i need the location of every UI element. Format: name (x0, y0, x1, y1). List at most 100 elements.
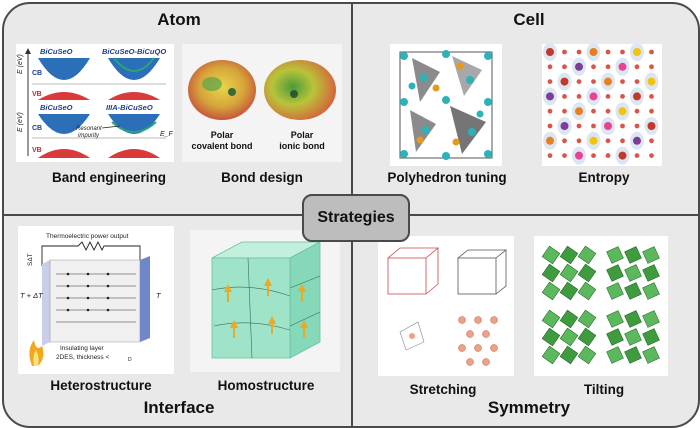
octahedron (606, 282, 624, 300)
entropy-atom (546, 136, 554, 145)
insulating-layer-label: Insulating layer (60, 345, 105, 352)
bond-design-panel: Polar covalent bond Polar ionic bond (182, 44, 342, 162)
entropy-lattice (543, 43, 659, 165)
entropy-atom (620, 94, 625, 99)
octahedron (624, 246, 642, 264)
octahedron (559, 245, 579, 265)
octahedron (606, 264, 624, 282)
octahedron (577, 281, 597, 301)
stretching-panel (378, 236, 514, 376)
heterostructure-panel: Thermoelectric power output SΔT T + (18, 226, 174, 374)
entropy-atom (575, 62, 583, 71)
entropy-atom (618, 107, 627, 116)
octahedron (624, 264, 642, 282)
entropy-atom (605, 49, 611, 55)
entropy-atom (576, 79, 582, 84)
cell-title: Cell (513, 10, 545, 29)
entropy-atom (575, 151, 583, 160)
bond-left-line2: covalent bond (191, 141, 252, 151)
power-output-label: Thermoelectric power output (46, 233, 129, 240)
entropy-atom (589, 92, 598, 101)
octahedron (642, 282, 660, 300)
entropy-atom (634, 153, 640, 158)
entropy-atom (649, 94, 654, 99)
entropy-atom (634, 108, 640, 114)
resonant-label: Resonant (76, 126, 102, 132)
symmetry-title: Symmetry (487, 398, 571, 417)
octahedron (577, 245, 597, 265)
entropy-atom (562, 108, 567, 114)
interface-title: Interface (143, 398, 215, 417)
entropy-atom (649, 64, 654, 70)
octahedron (624, 328, 642, 346)
octahedron (624, 346, 642, 364)
octahedron (559, 345, 579, 365)
entropy-atom (633, 92, 641, 101)
entropy-atom (562, 138, 567, 144)
octahedron (541, 309, 561, 329)
entropy-atom (547, 153, 553, 158)
stretching-diagram (387, 247, 508, 366)
fermi-level-label: E_F (160, 131, 174, 138)
octahedron (577, 345, 597, 365)
tilting-panel (534, 236, 668, 376)
band-engineering-panel: E (eV) E (eV) BiCuSeO BiCuSeO-BiCuQO CB … (16, 44, 174, 162)
entropy-atom (620, 123, 625, 129)
entropy-atom (604, 77, 612, 86)
octahedron (642, 346, 660, 364)
entropy-atom (547, 64, 553, 70)
polyhedron-tuning-label: Polyhedron tuning (387, 170, 507, 185)
entropy-atom (634, 79, 640, 84)
octahedron (559, 327, 579, 347)
strategies-center-box: Strategies (302, 194, 410, 242)
polyhedron-structure (399, 50, 493, 160)
entropy-panel (542, 43, 662, 166)
octahedron (559, 309, 579, 329)
entropy-atom (620, 79, 625, 84)
hot-side-label: T + ΔT (20, 291, 44, 300)
entropy-atom (605, 94, 611, 99)
band-top-right-label: BiCuSeO-BiCuQO (102, 47, 166, 56)
bond-right-line1: Polar (291, 130, 314, 140)
octahedron (606, 346, 624, 364)
cb-label-bottom: CB (32, 125, 42, 132)
2des-subscript: D (128, 357, 132, 363)
bond-right-line2: ionic bond (279, 141, 325, 151)
band-diagram: E (eV) E (eV) BiCuSeO BiCuSeO-BiCuQO CB … (17, 47, 174, 158)
entropy-atom (633, 136, 641, 145)
axis-label-top: E (eV) (17, 54, 24, 74)
entropy-atom (547, 79, 553, 84)
entropy-atom (618, 62, 627, 71)
entropy-atom (591, 123, 596, 129)
entropy-atom (591, 153, 596, 158)
entropy-atom (562, 153, 567, 158)
octahedron (624, 282, 642, 300)
entropy-atom (547, 108, 553, 114)
vb-label-top: VB (32, 91, 42, 98)
entropy-atom (562, 64, 567, 70)
band-top-left-label: BiCuSeO (40, 47, 73, 56)
entropy-atom (562, 49, 567, 55)
cold-side-label: T (156, 291, 162, 300)
octahedron (541, 281, 561, 301)
octahedron (606, 246, 624, 264)
polyhedron-panel (390, 44, 502, 166)
entropy-atom (560, 122, 569, 130)
entropy-atom (649, 138, 654, 144)
octahedron (559, 263, 579, 283)
octahedron (642, 264, 660, 282)
entropy-atom (591, 108, 596, 114)
octahedron (541, 345, 561, 365)
entropy-atom (618, 151, 627, 160)
octahedron (541, 327, 561, 347)
entropy-atom (546, 48, 554, 56)
band-engineering-label: Band engineering (51, 170, 166, 185)
entropy-atom (576, 94, 582, 99)
tilting-octahedra (541, 245, 660, 365)
entropy-atom (649, 153, 654, 158)
sdt-axis-label: SΔT (27, 253, 34, 266)
axis-label-bottom: E (eV) (17, 112, 24, 132)
entropy-atom (634, 64, 640, 70)
